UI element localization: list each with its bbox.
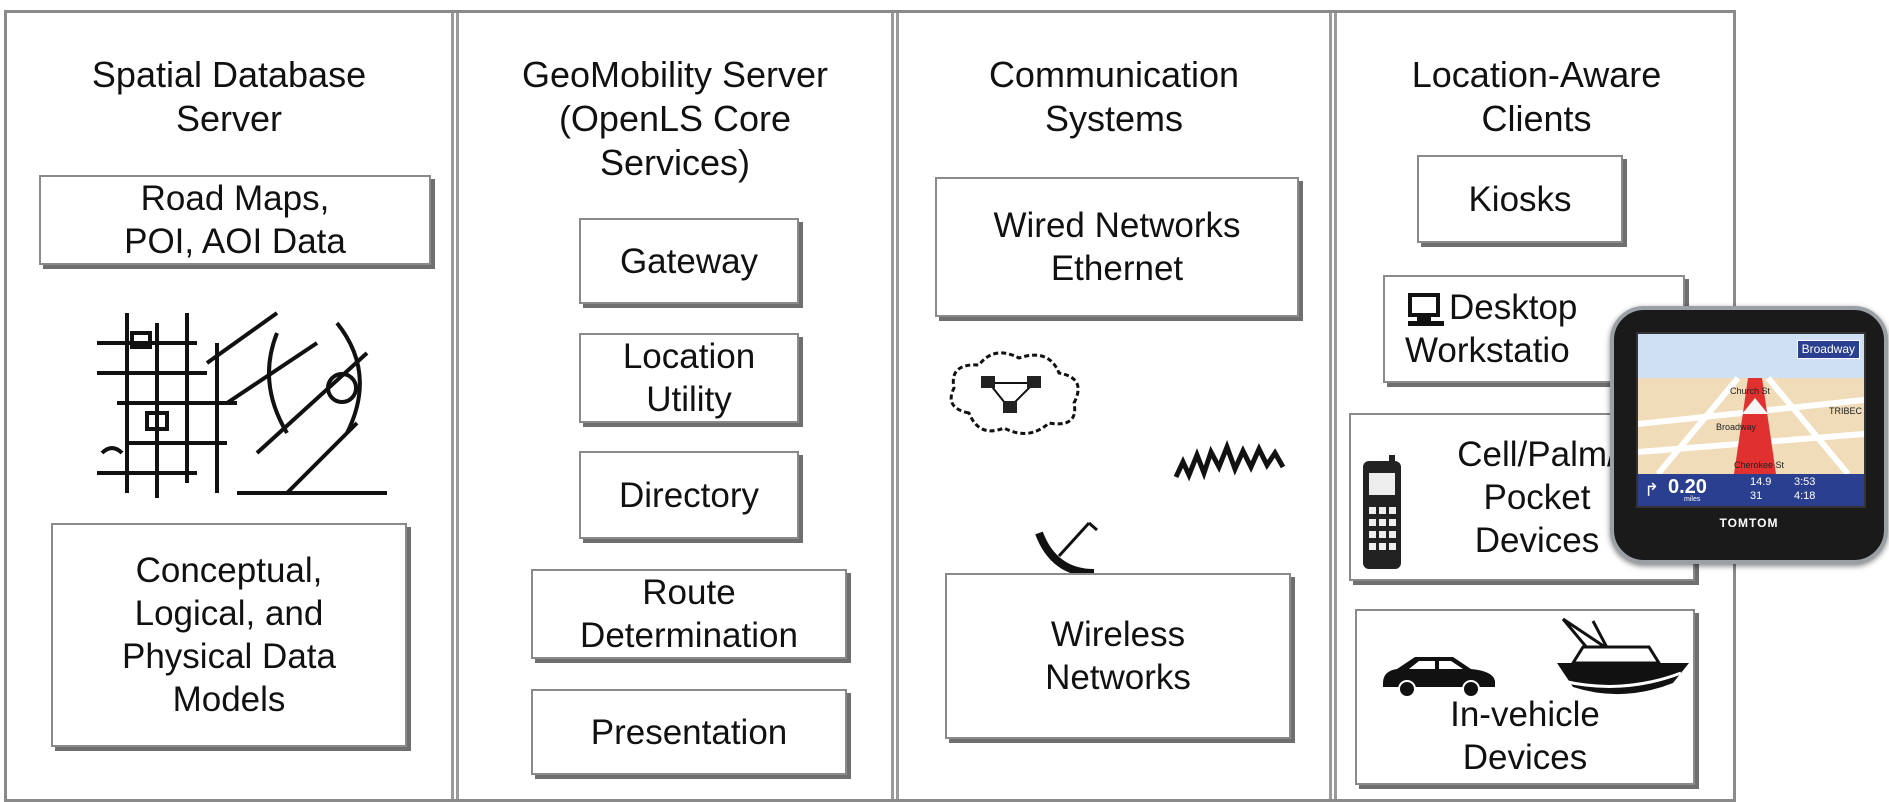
gateway-box: Gateway <box>579 218 799 304</box>
column-divider <box>1329 13 1337 799</box>
gps-distance: 0.20 <box>1668 476 1707 498</box>
road-map-icon <box>97 311 387 498</box>
in-vehicle-box: In-vehicle Devices <box>1355 609 1695 785</box>
mobile-phone-icon <box>1363 455 1401 569</box>
road-maps-box: Road Maps, POI, AOI Data <box>39 175 431 265</box>
directory-box: Directory <box>579 451 799 539</box>
presentation-box: Presentation <box>531 689 847 775</box>
gps-screen: Broadway Church St Broadway Cherokee St … <box>1636 332 1866 508</box>
gps-time-bottom: 4:18 <box>1794 490 1816 502</box>
geomobility-heading: GeoMobility Server (OpenLS Core Services… <box>521 54 829 183</box>
gps-time-top: 3:53 <box>1794 476 1816 488</box>
architecture-diagram: Spatial Database Server Road Maps, POI, … <box>4 10 1736 802</box>
data-models-label: Conceptual, Logical, and Physical Data M… <box>122 551 336 719</box>
gps-map-view <box>1638 334 1864 506</box>
gps-speed-bottom: 31 <box>1750 490 1763 502</box>
wireless-networks-label: Wireless Networks <box>1045 615 1191 697</box>
geomobility-server-column: GeoMobility Server (OpenLS Core Services… <box>459 13 891 799</box>
presentation-label: Presentation <box>590 712 788 752</box>
kiosks-box: Kiosks <box>1417 155 1623 243</box>
gps-turn-arrow-icon: ↱ <box>1644 480 1660 500</box>
communication-heading: Communication Systems <box>988 54 1240 139</box>
wireless-networks-box: Wireless Networks <box>945 573 1291 739</box>
road-maps-label: Road Maps, POI, AOI Data <box>124 179 346 261</box>
gps-street-label-3: Cherokee St <box>1734 460 1785 470</box>
gps-street-label-4: TRIBEC <box>1828 406 1862 416</box>
directory-label: Directory <box>618 475 760 515</box>
gps-street-label-1: Church St <box>1730 386 1771 396</box>
network-cloud-icon <box>949 351 1080 435</box>
radio-wave-icon <box>1173 439 1286 482</box>
cell-palm-pocket-label: Cell/Palm/ Pocket Devices <box>1457 434 1617 560</box>
gateway-label: Gateway <box>619 241 759 281</box>
kiosks-label: Kiosks <box>1468 179 1572 219</box>
gps-street-label-2: Broadway <box>1716 422 1757 432</box>
spatial-database-heading: Spatial Database Server <box>91 54 367 139</box>
desktop-computer-icon <box>1408 293 1444 326</box>
data-models-box: Conceptual, Logical, and Physical Data M… <box>51 523 407 747</box>
wired-networks-box: Wired Networks Ethernet <box>935 177 1299 317</box>
column-divider <box>891 13 899 799</box>
column-divider <box>451 13 459 799</box>
location-utility-label: Location Utility <box>622 337 756 419</box>
wired-networks-label: Wired Networks Ethernet <box>993 206 1241 288</box>
car-icon <box>1383 657 1495 697</box>
gps-distance-unit: miles <box>1684 496 1701 503</box>
clients-heading: Location-Aware Clients <box>1411 54 1662 139</box>
gps-navigation-device: Broadway Church St Broadway Cherokee St … <box>1610 306 1888 564</box>
in-vehicle-label: In-vehicle Devices <box>1450 695 1600 777</box>
desktop-workstation-label: Desktop Workstatio <box>1405 288 1578 370</box>
route-determination-label: Route Determination <box>580 573 798 655</box>
gps-street-banner: Broadway <box>1796 340 1860 359</box>
gps-speed-top: 14.9 <box>1750 476 1772 488</box>
location-utility-box: Location Utility <box>579 333 799 423</box>
spatial-database-column: Spatial Database Server Road Maps, POI, … <box>7 13 451 799</box>
route-determination-box: Route Determination <box>531 569 847 659</box>
ship-icon <box>1557 617 1689 695</box>
gps-brand-logo: TOMTOM <box>1719 516 1779 530</box>
communication-systems-column: Communication Systems Wired Networks Eth… <box>899 13 1329 799</box>
